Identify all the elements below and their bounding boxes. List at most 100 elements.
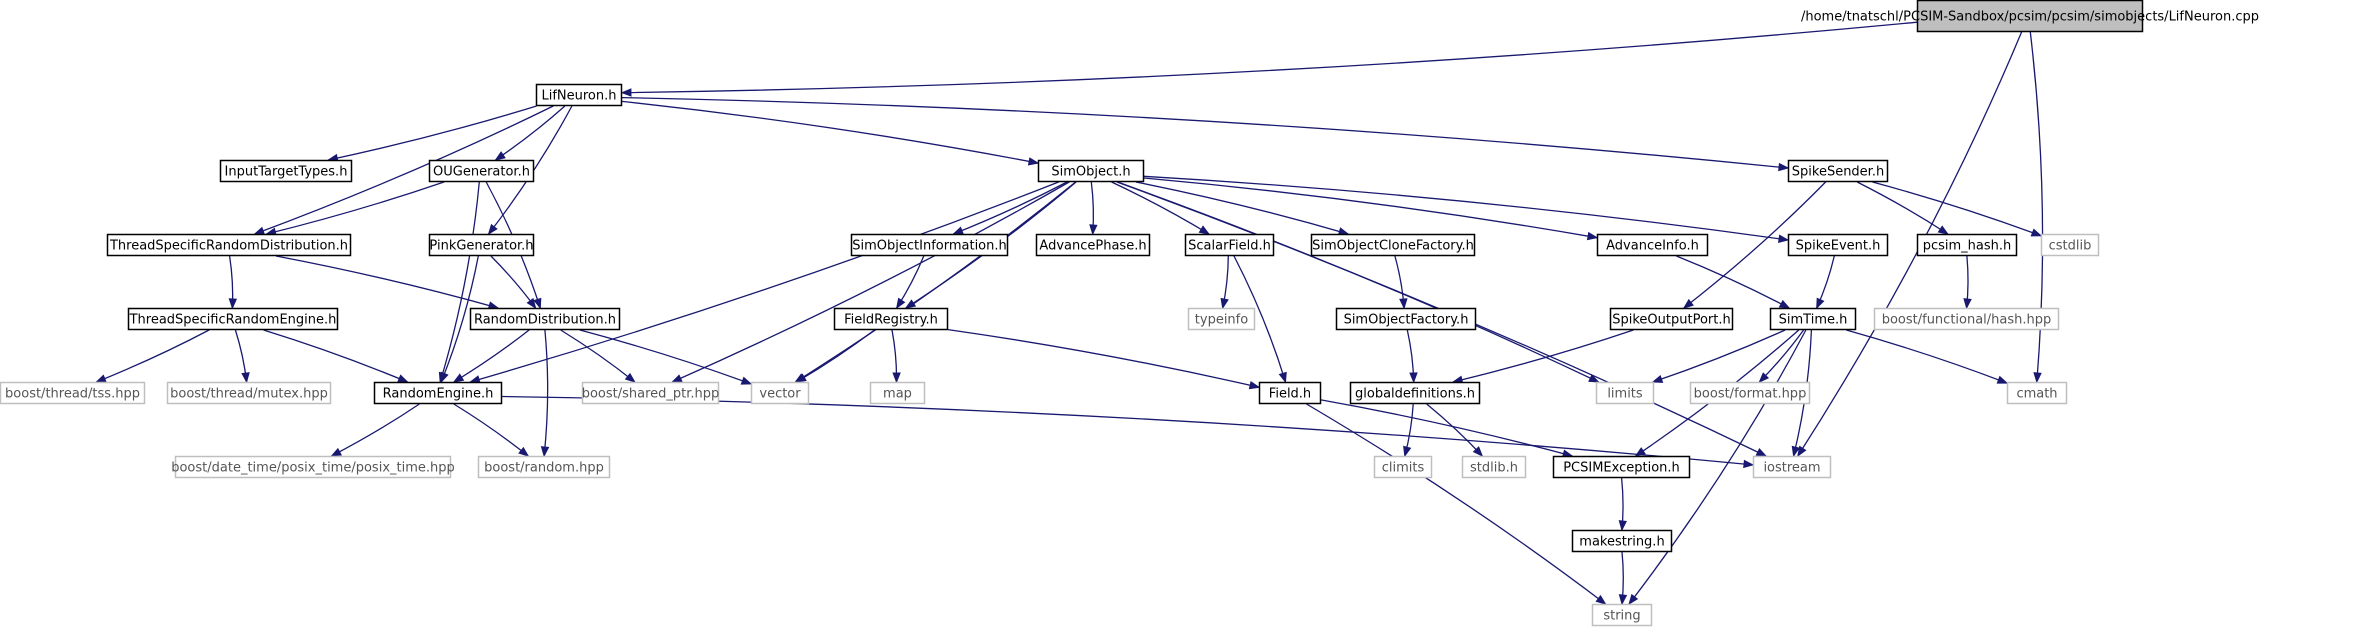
dependency-edge-root-to-cmath	[2029, 31, 2044, 383]
edge-arrowhead	[330, 447, 342, 457]
dependency-edge-simtime_h-to-cmath	[1846, 329, 2008, 384]
node-box	[535, 83, 623, 107]
edge-arrowhead	[487, 223, 498, 236]
node-label: RandomEngine.h	[383, 387, 494, 402]
node-label: pcsim_hash.h	[1923, 239, 2012, 254]
node-inputtargettypes-h[interactable]: InputTargetTypes.h	[219, 159, 353, 183]
node-box	[581, 381, 720, 405]
node-iostream: iostream	[1752, 455, 1832, 479]
node-label: cmath	[2016, 387, 2057, 402]
node-globaldefinitions-h[interactable]: globaldefinitions.h	[1349, 381, 1481, 405]
edge-arrowhead	[1816, 297, 1825, 310]
dependency-edge-field_h-to-string	[1306, 403, 1606, 605]
node-box	[477, 455, 611, 479]
node-label: ThreadSpecificRandomDistribution.h	[109, 239, 348, 254]
node-scalarfield-h[interactable]: ScalarField.h	[1184, 233, 1275, 257]
edge-arrowhead	[895, 297, 906, 310]
dependency-edge-simobject_h-to-simobjectclonefactory_h	[1135, 181, 1349, 235]
node-simobjectfactory-h[interactable]: SimObjectFactory.h	[1335, 307, 1477, 331]
dependency-edge-lifneuron_h-to-simobject_h	[621, 100, 1039, 164]
node-spikeoutputport-h[interactable]: SpikeOutputPort.h	[1609, 307, 1734, 331]
edge-arrowhead	[1755, 448, 1768, 457]
node-label: AdvancePhase.h	[1039, 239, 1146, 254]
node-label: globaldefinitions.h	[1355, 387, 1475, 402]
node-label: climits	[1382, 461, 1425, 476]
node-label: FieldRegistry.h	[844, 313, 938, 328]
node-label: boost/thread/mutex.hpp	[170, 387, 328, 402]
edge-arrowhead	[1791, 445, 1800, 458]
node-label: SpikeOutputPort.h	[1612, 313, 1730, 328]
dependency-edge-lifneuron_h-to-spikesender_h	[621, 96, 1789, 169]
node-box	[1461, 455, 1527, 479]
node-pcsimexception-h[interactable]: PCSIMException.h	[1552, 455, 1691, 479]
node-root[interactable]: /home/tnatschl/PCSIM-Sandbox/pcsim/pcsim…	[1801, 0, 2259, 33]
node-makestring-h[interactable]: makestring.h	[1571, 529, 1673, 553]
edge-arrowhead	[1743, 459, 1755, 469]
edge-arrowhead	[397, 374, 409, 383]
node-spikeevent-h[interactable]: SpikeEvent.h	[1787, 233, 1889, 257]
node-advancephase-h[interactable]: AdvancePhase.h	[1035, 233, 1151, 257]
node-tsre-h[interactable]: ThreadSpecificRandomEngine.h	[127, 307, 339, 331]
dependency-edge-fieldregistry_h-to-field_h	[947, 328, 1260, 388]
node-cmath: cmath	[2006, 381, 2068, 405]
node-label: boost/thread/tss.hpp	[5, 387, 140, 402]
edge-arrowhead	[1778, 162, 1790, 172]
node-tsrd-h[interactable]: ThreadSpecificRandomDistribution.h	[106, 233, 352, 257]
dependency-edge-advanceinfo_h-to-simtime_h	[1676, 255, 1790, 309]
edge-arrowhead	[440, 371, 449, 384]
node-label: ThreadSpecificRandomEngine.h	[129, 313, 337, 328]
node-simobjectclonefactory-h[interactable]: SimObjectCloneFactory.h	[1310, 233, 1476, 257]
node-simobject-h[interactable]: SimObject.h	[1037, 159, 1145, 183]
node-pcsim-hash-h[interactable]: pcsim_hash.h	[1916, 233, 2018, 257]
edge-arrowhead	[540, 446, 550, 458]
node-pinkgenerator-h[interactable]: PinkGenerator.h	[428, 233, 535, 257]
node-ougenerator-h[interactable]: OUGenerator.h	[428, 159, 535, 183]
node-label: typeinfo	[1195, 313, 1248, 328]
edge-arrowhead	[892, 372, 901, 384]
node-advanceinfo-h[interactable]: AdvanceInfo.h	[1596, 233, 1709, 257]
node-simobjectinformation-h[interactable]: SimObjectInformation.h	[850, 233, 1009, 257]
dependency-edge-simobject_h-to-simobjectinformation_h	[953, 181, 1068, 235]
dependency-edge-simobject_h-to-limits	[1117, 181, 1599, 383]
node-box	[0, 381, 146, 405]
edge-arrowhead	[452, 373, 465, 383]
dependency-edge-randomdistribution_h-to-vector	[579, 329, 752, 385]
node-simtime-h[interactable]: SimTime.h	[1769, 307, 1857, 331]
node-field-h[interactable]: Field.h	[1258, 381, 1322, 405]
edge-arrowhead	[228, 298, 238, 310]
node-boost-thread-tss: boost/thread/tss.hpp	[0, 381, 146, 405]
node-label: SimTime.h	[1779, 313, 1848, 328]
node-randomdistribution-h[interactable]: RandomDistribution.h	[469, 307, 621, 331]
node-label: Field.h	[1269, 387, 1311, 402]
dependency-edge-simobject_h-to-advanceinfo_h	[1143, 177, 1598, 239]
dependency-edge-fieldregistry_h-to-vector	[796, 329, 875, 383]
edge-arrowhead	[1618, 594, 1628, 606]
node-label: iostream	[1763, 461, 1820, 476]
edge-arrowhead	[1778, 234, 1790, 243]
node-box	[1187, 307, 1256, 331]
node-spikesender-h[interactable]: SpikeSender.h	[1787, 159, 1889, 183]
node-label: SimObject.h	[1051, 165, 1130, 180]
node-lifneuron-h[interactable]: LifNeuron.h	[535, 83, 623, 107]
edge-arrowhead	[1682, 298, 1694, 309]
edge-arrowhead	[1198, 225, 1211, 235]
node-label: /home/tnatschl/PCSIM-Sandbox/pcsim/pcsim…	[1801, 10, 2259, 25]
node-randomengine-h[interactable]: RandomEngine.h	[373, 381, 503, 405]
dependency-edge-pinkgenerator_h-to-randomdistribution_h	[490, 255, 537, 309]
edge-arrowhead	[1937, 225, 1949, 235]
dependency-edge-simtime_h-to-string	[1628, 329, 1807, 605]
node-box	[1873, 307, 2060, 331]
dependency-edge-tsre_h-to-boost_thread_tss	[96, 329, 210, 383]
dependency-edge-randomdistribution_h-to-boost_random	[543, 329, 549, 457]
node-label: SimObjectCloneFactory.h	[1312, 239, 1474, 254]
dependency-edge-tsrd_h-to-randomdistribution_h	[275, 255, 499, 309]
node-label: vector	[759, 387, 801, 402]
edge-arrowhead	[526, 297, 537, 310]
node-fieldregistry-h[interactable]: FieldRegistry.h	[833, 307, 949, 331]
edge-arrowhead	[1220, 297, 1229, 310]
node-box	[219, 159, 353, 183]
dependency-edge-pinkgenerator_h-to-randomengine_h	[440, 255, 479, 383]
dependency-edge-randomdistribution_h-to-boost_shared_ptr	[560, 329, 636, 383]
node-boost-random: boost/random.hpp	[477, 455, 611, 479]
edge-arrowhead	[1472, 446, 1484, 458]
